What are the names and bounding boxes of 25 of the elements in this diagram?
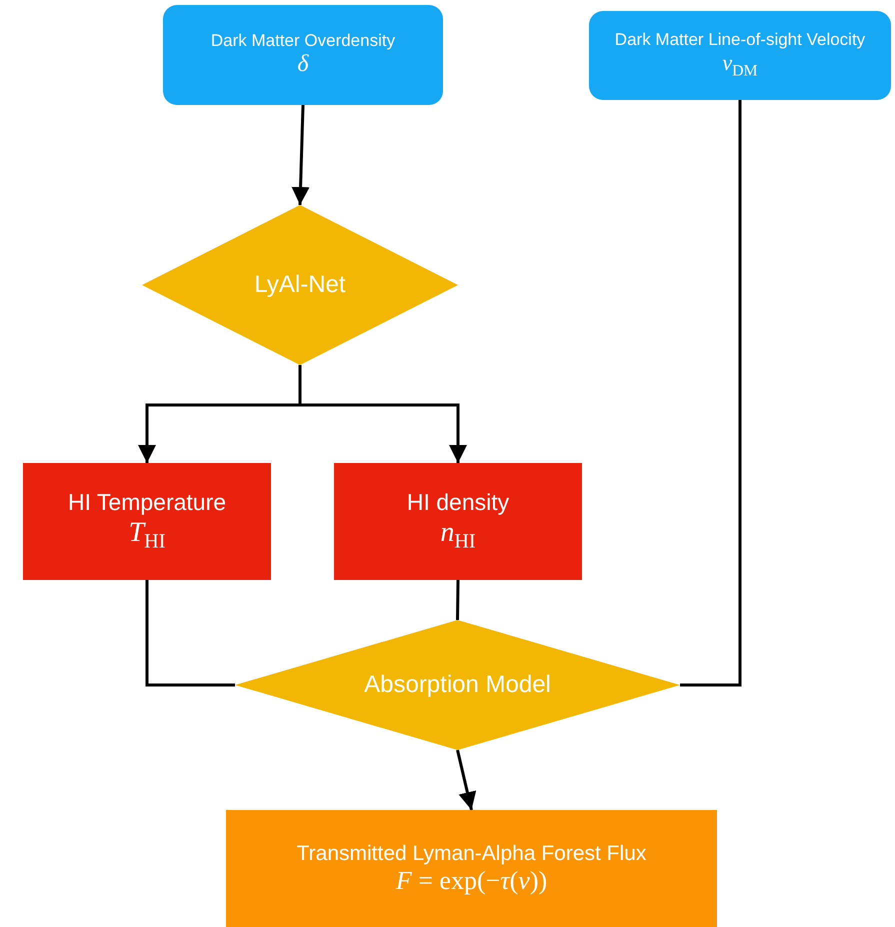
input-box xyxy=(589,11,891,100)
math-formula: T$_{HI}$ xyxy=(128,516,166,554)
node-label: Transmitted Lyman-Alpha Forest Flux xyxy=(296,840,646,866)
model-diamond xyxy=(235,620,680,750)
node-label: Dark Matter Overdensity xyxy=(210,31,396,52)
output-box xyxy=(23,463,271,580)
node-label: Absorption Model xyxy=(364,670,551,700)
output-box xyxy=(334,463,582,580)
arrow xyxy=(298,365,467,463)
connector-line xyxy=(456,580,460,620)
connector-line xyxy=(680,100,742,686)
connector-line xyxy=(146,580,235,686)
math-formula: v$_{DM}$ xyxy=(722,50,758,81)
node-label: LyAl-Net xyxy=(254,270,346,300)
math-formula: δ xyxy=(297,51,309,79)
math-formula: F = exp(−τ(ν)) xyxy=(396,866,548,896)
node-label: HI density xyxy=(406,489,510,517)
node-label: Dark Matter Line-of-sight Velocity xyxy=(614,30,866,50)
math-formula: n$_{HI}$ xyxy=(440,516,476,554)
node-label: HI Temperature xyxy=(68,489,226,517)
result-box xyxy=(226,810,717,927)
input-box xyxy=(163,5,443,105)
arrow xyxy=(292,104,310,206)
arrow xyxy=(456,750,476,810)
network-diamond xyxy=(142,205,458,365)
